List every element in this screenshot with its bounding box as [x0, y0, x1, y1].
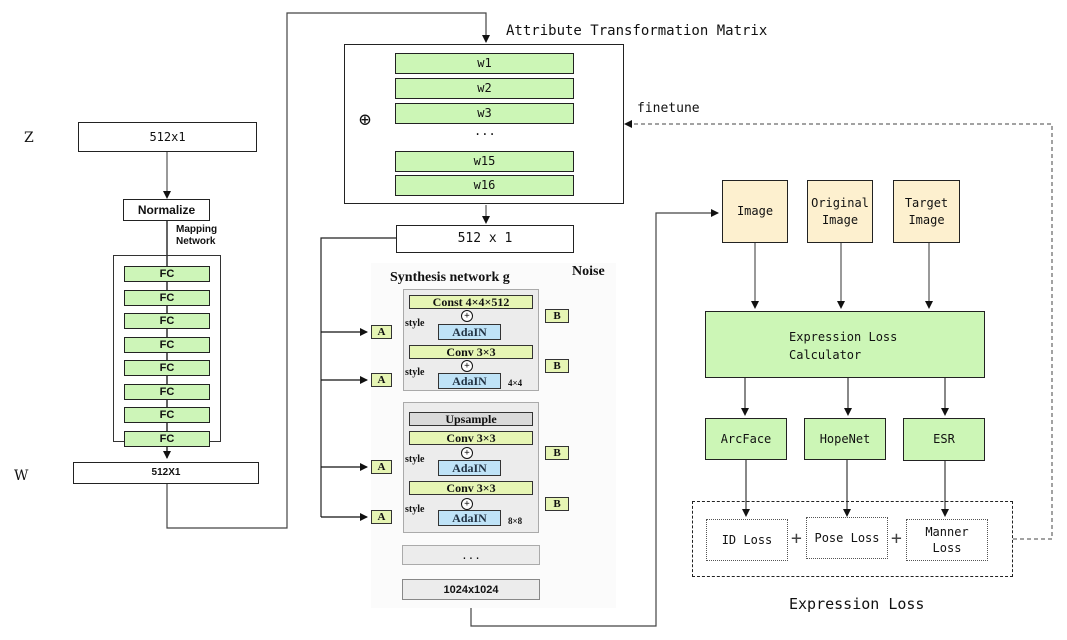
input-target-image: Target Image [893, 180, 960, 243]
upsample-layer: Upsample [409, 412, 533, 426]
affine-a-1: A [371, 325, 392, 339]
matrix-row-w16: w16 [395, 175, 574, 196]
resolution-4x4: 4×4 [508, 378, 523, 388]
style-label-2: style [405, 367, 425, 378]
latent-vector-box: 512 x 1 [396, 225, 574, 253]
noise-add-4: + [461, 498, 473, 510]
conv-layer-2: Conv 3×3 [409, 431, 533, 445]
mapping-network-box: FC FC FC FC FC FC FC FC [113, 255, 221, 447]
finetune-label: finetune [637, 101, 700, 116]
adain-4: AdaIN [438, 510, 501, 526]
resolution-8x8: 8×8 [508, 516, 523, 526]
w-output-box: 512X1 [73, 462, 259, 484]
matrix-title: Attribute Transformation Matrix [506, 23, 768, 39]
noise-add-2: + [461, 360, 473, 372]
matrix-row-w15: w15 [395, 151, 574, 172]
adain-1: AdaIN [438, 324, 501, 340]
line-vector-to-styles [320, 237, 396, 517]
expression-loss-calculator: Expression Loss Calculator [705, 311, 985, 378]
conv-layer-3: Conv 3×3 [409, 481, 533, 495]
fc-layer: FC [124, 360, 210, 376]
loss-manner: Manner Loss [906, 519, 988, 561]
input-original-image: Original Image [807, 180, 873, 243]
fc-layer: FC [124, 336, 210, 353]
fc-layer: FC [124, 407, 210, 423]
z-input-box: 512x1 [78, 122, 257, 152]
fc-layer: FC [124, 289, 210, 306]
fc-layer: FC [124, 266, 210, 282]
matrix-row-w1: w1 [395, 53, 574, 74]
noise-add-3: + [461, 447, 473, 459]
const-layer: Const 4×4×512 [409, 295, 533, 309]
plus-1: + [791, 528, 802, 549]
affine-a-2: A [371, 373, 392, 387]
mapping-network-title: Mapping Network [176, 224, 218, 247]
conv-layer-1: Conv 3×3 [409, 345, 533, 359]
more-blocks: ... [402, 545, 540, 565]
line-output-to-image [470, 209, 719, 627]
fc-layer: FC [124, 313, 210, 329]
fc-layer: FC [124, 430, 210, 447]
adain-2: AdaIN [438, 373, 501, 389]
adain-3: AdaIN [438, 460, 501, 476]
output-1024: 1024x1024 [402, 579, 540, 600]
style-label-1: style [405, 318, 425, 329]
noise-b-2: B [545, 359, 569, 373]
affine-a-3: A [371, 460, 392, 474]
noise-b-4: B [545, 497, 569, 511]
normalize-box: Normalize [123, 199, 210, 221]
noise-b-1: B [545, 309, 569, 323]
direct-sum-operator: ⊕ [359, 107, 372, 131]
style-label-3: style [405, 454, 425, 465]
style-label-4: style [405, 504, 425, 515]
matrix-row-w3: w3 [395, 103, 574, 124]
line-w-to-matrix [166, 12, 490, 529]
line-finetune-feedback [624, 120, 1053, 540]
matrix-ellipsis: ... [474, 124, 496, 138]
w-label: W [14, 468, 29, 484]
input-image: Image [722, 180, 788, 243]
synthesis-title: Synthesis network g [390, 270, 510, 285]
noise-b-3: B [545, 446, 569, 460]
model-hopenet: HopeNet [804, 418, 886, 460]
matrix-row-w2: w2 [395, 78, 574, 99]
expression-loss-caption: Expression Loss [789, 595, 925, 613]
expression-loss-group [692, 501, 1013, 577]
model-arcface: ArcFace [705, 418, 787, 460]
z-label: Z [24, 130, 34, 146]
noise-add-1: + [461, 310, 473, 322]
model-esr: ESR [903, 418, 985, 461]
plus-2: + [891, 528, 902, 549]
loss-id: ID Loss [706, 519, 788, 561]
affine-a-4: A [371, 510, 392, 524]
loss-pose: Pose Loss [806, 517, 888, 559]
attribute-matrix-box: ⊕ [344, 44, 624, 204]
fc-layer: FC [124, 383, 210, 400]
noise-label: Noise [572, 264, 605, 279]
